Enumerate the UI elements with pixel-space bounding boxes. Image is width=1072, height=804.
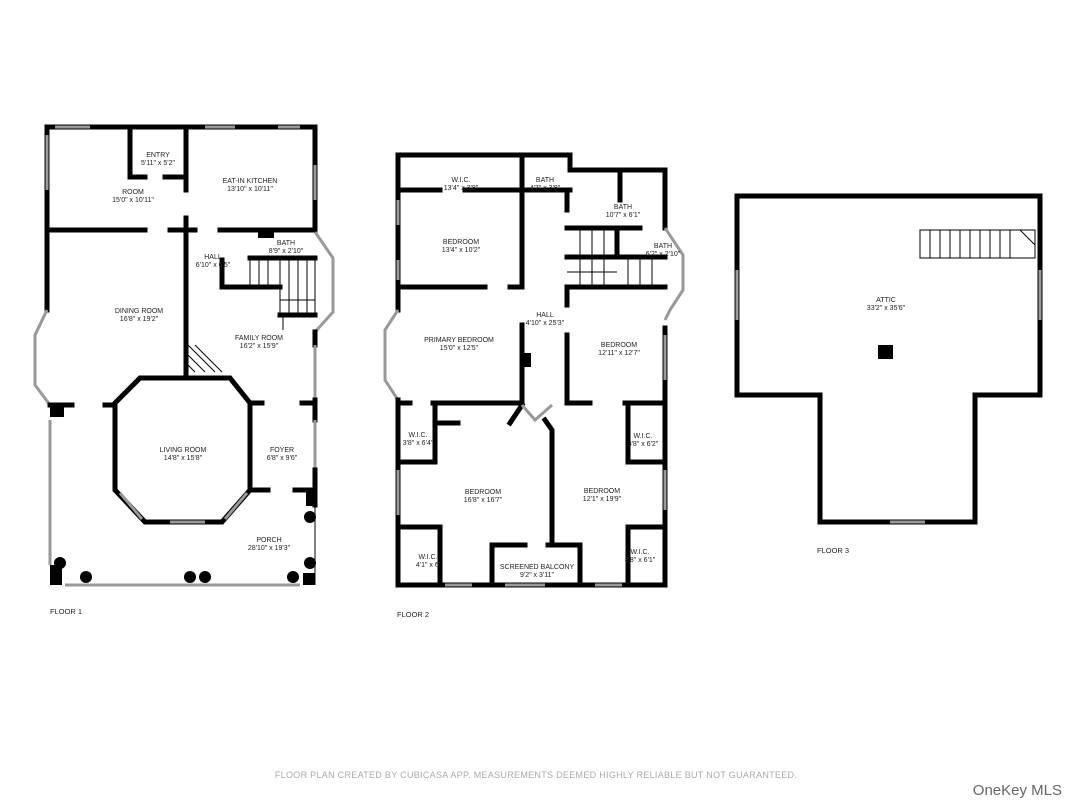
room-name: W.I.C. [630, 549, 649, 556]
room-dims: 14'8" x 15'8" [164, 455, 203, 462]
room-dims: 3'8" x 6'4" [403, 440, 434, 447]
room-name: BEDROOM [465, 489, 501, 496]
room-labels: ENTRY 5'11" x 5'2" ROOM 15'0" x 10'11" E… [50, 152, 906, 619]
room-name: W.I.C. [451, 177, 470, 184]
room-dims: 9'2" x 3'11" [520, 572, 554, 579]
watermark-logo: OneKey MLS [972, 782, 1062, 799]
room-name: BEDROOM [584, 488, 620, 495]
room-dims: 6'8" x 9'6" [267, 455, 298, 462]
floor-label: FLOOR 2 [397, 610, 429, 619]
room-name: BATH [614, 204, 632, 211]
room-dims: 16'8" x 16'7" [464, 497, 503, 504]
floor-1-plan [33, 124, 335, 587]
room-name: W.I.C. [418, 554, 437, 561]
room-dims: 12'11" x 12'7" [598, 350, 640, 357]
room-name: PORCH [256, 537, 281, 544]
room-name: LIVING ROOM [160, 447, 207, 454]
room-name: DINING ROOM [115, 308, 163, 315]
room-name: BEDROOM [601, 342, 637, 349]
floor-label: FLOOR 1 [50, 607, 82, 616]
room-dims: 8'9" x 2'10" [269, 248, 304, 255]
room-name: BEDROOM [443, 239, 479, 246]
room-dims: 28'10" x 19'3" [248, 545, 291, 552]
room-dims: 3'8" x 6'1" [625, 557, 656, 564]
room-name: W.I.C. [408, 432, 427, 439]
room-dims: 15'0" x 10'11" [112, 197, 154, 204]
floor-label: FLOOR 3 [817, 546, 849, 555]
room-name: HALL [536, 312, 554, 319]
room-dims: 33'2" x 35'6" [867, 305, 906, 312]
room-name: W.I.C. [633, 433, 652, 440]
room-name: BATH [654, 243, 672, 250]
room-name: ATTIC [876, 297, 896, 304]
room-dims: 16'8" x 19'2" [120, 316, 159, 323]
room-dims: 4'1" x 6' [416, 562, 440, 569]
floor-3-plan [734, 193, 1043, 525]
room-dims: 4'7" x 3'8" [530, 185, 561, 192]
room-name: BATH [277, 240, 295, 247]
room-dims: 13'4" x 10'2" [442, 247, 481, 254]
room-dims: 12'1" x 19'9" [583, 496, 622, 503]
floor-2-plan [383, 152, 685, 588]
room-dims: 6'2" x 2'10" [646, 251, 681, 258]
room-name: FAMILY ROOM [235, 335, 283, 342]
room-name: BATH [536, 177, 554, 184]
room-dims: 6'10" x 6'5" [196, 262, 231, 269]
room-dims: 4'10" x 25'3" [526, 320, 565, 327]
room-name: PRIMARY BEDROOM [424, 337, 494, 344]
room-name: ENTRY [146, 152, 170, 159]
room-dims: 13'10" x 10'11" [227, 186, 273, 193]
room-name: EAT-IN KITCHEN [223, 178, 278, 185]
room-name: HALL [204, 254, 222, 261]
room-dims: 10'7" x 6'1" [606, 212, 641, 219]
room-dims: 13'4" x 3'8" [444, 185, 479, 192]
room-dims: 5'11" x 5'2" [141, 160, 175, 167]
room-name: FOYER [270, 447, 294, 454]
room-name: ROOM [122, 189, 144, 196]
disclaimer-footer: FLOOR PLAN CREATED BY CUBICASA APP. MEAS… [274, 770, 798, 780]
room-dims: 16'2" x 15'9" [240, 343, 279, 350]
room-dims: 15'0" x 12'5" [440, 345, 479, 352]
room-name: SCREENED BALCONY [500, 564, 575, 571]
room-dims: 3'8" x 6'2" [628, 441, 659, 448]
